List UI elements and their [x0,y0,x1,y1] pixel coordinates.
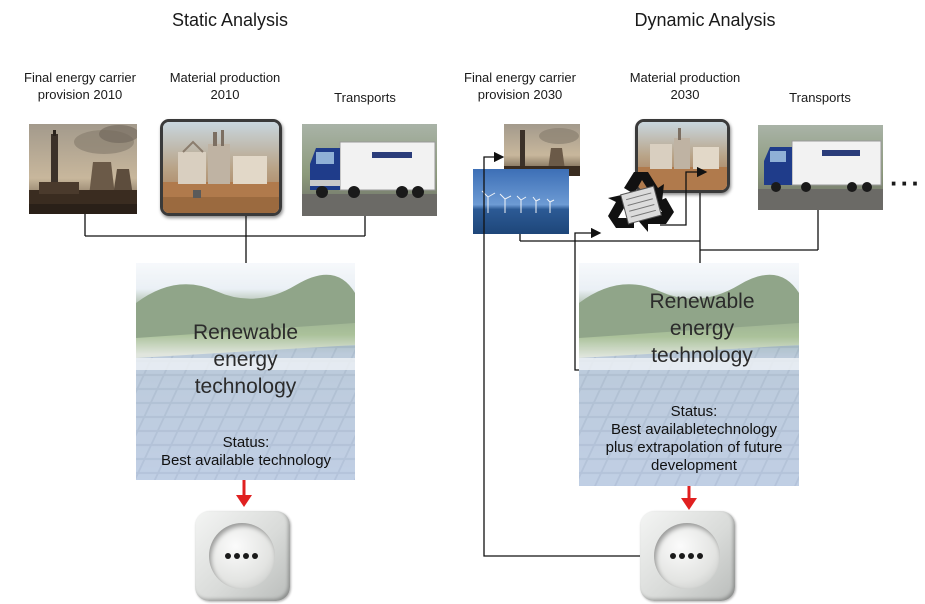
ellipsis-icon: ··· [890,168,922,198]
dynamic-truck-image [758,125,883,210]
static-panel-title: Renewable energy technology [192,321,299,398]
dynamic-transport-label: Transports [789,90,851,105]
dynamic-solar-park-image [579,263,799,486]
dynamic-power-socket-image [640,511,735,601]
static-energy-label: Final energy carrier provision 2010 [24,70,136,102]
dynamic-down-arrow-icon [681,486,697,510]
dynamic-panel-title: Renewable energy technology [649,290,755,367]
dynamic-factory-image [635,119,730,193]
power-plant-image [29,124,137,214]
wind-farm-image [473,169,569,234]
truck-image [302,124,437,216]
static-analysis-title: Static Analysis [171,10,289,30]
dynamic-energy-label: Final energy carrier provision 2030 [464,70,576,102]
static-transport-label: Transports [334,90,396,105]
down-arrow-icon [236,480,252,507]
dynamic-material-label: Material production 2030 [629,70,741,102]
recycling-to-material-connector [660,166,708,226]
factory-image [160,119,282,216]
static-material-label: Material production 2010 [169,70,281,102]
static-panel-status: Status: Best available technology [160,434,332,469]
recycling-feedback-connector [574,227,602,371]
static-solar-park-image [136,263,355,480]
static-power-socket-image [195,511,290,601]
recycling-icon [604,168,678,234]
socket-feedback-connector [483,151,640,557]
dynamic-analysis-title: Dynamic Analysis [634,10,776,30]
dynamic-panel-status: Status: Best availabletechnology plus ex… [605,403,783,474]
